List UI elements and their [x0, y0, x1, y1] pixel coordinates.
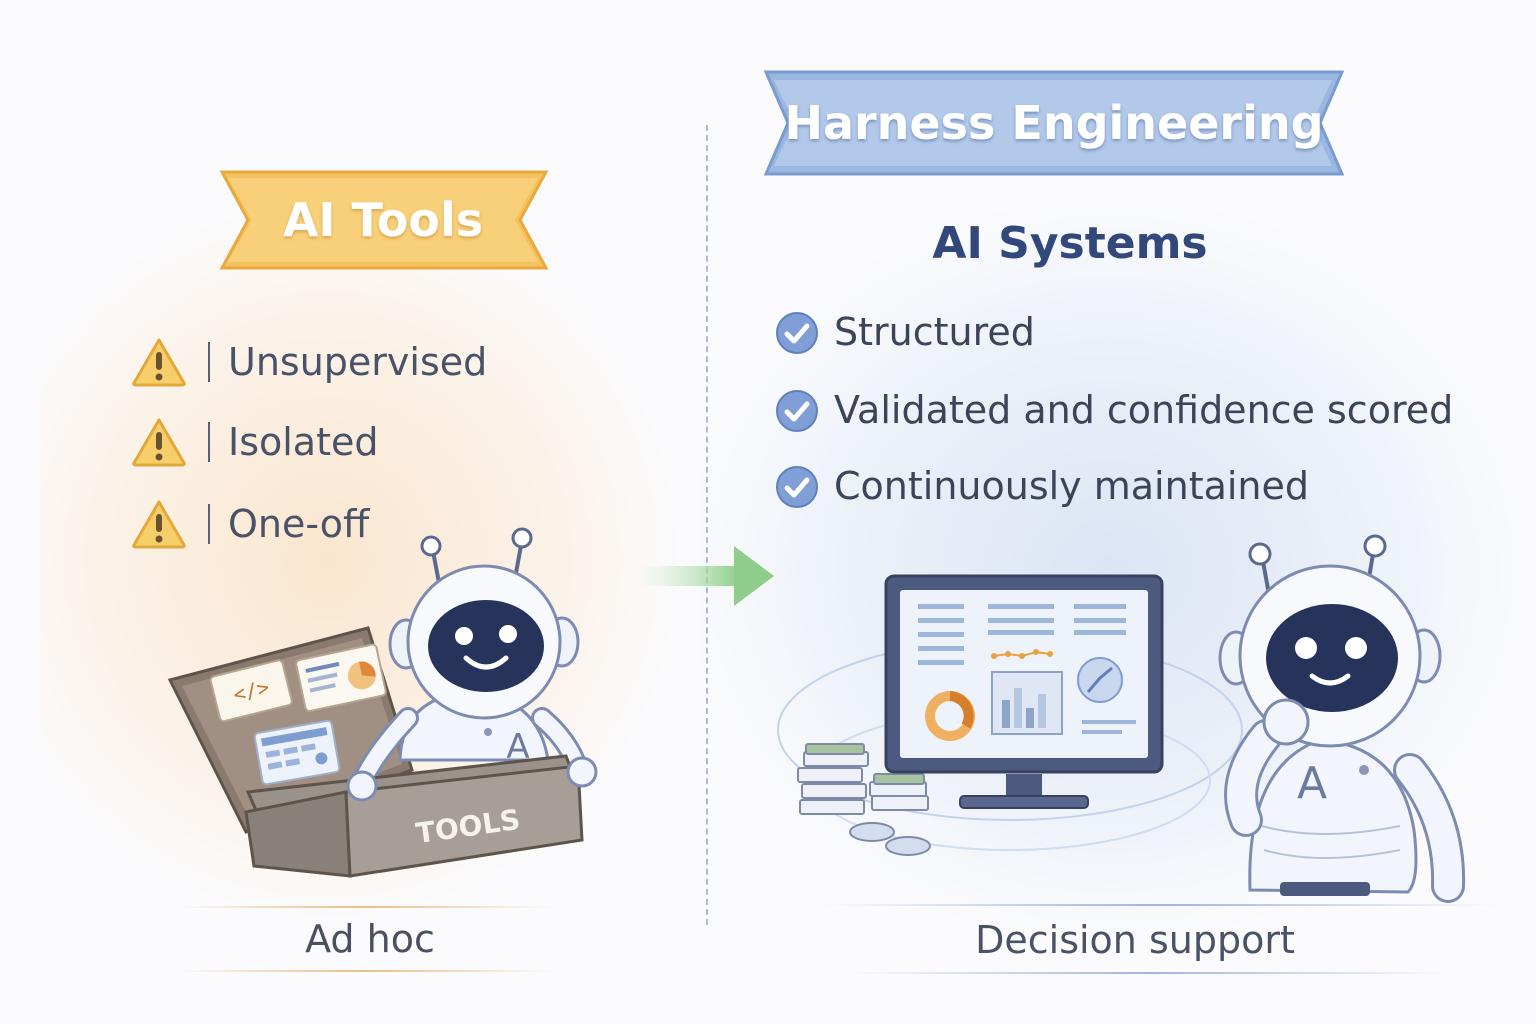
- list-item: Isolated: [130, 416, 530, 472]
- monitor-robot-illustration: A: [777, 534, 1466, 903]
- robot-badge-letter: A: [506, 727, 529, 767]
- separator-bar: [208, 342, 210, 382]
- footer-divider: [850, 972, 1450, 974]
- list-item: Validated and confidence scored: [774, 382, 1474, 438]
- robot-badge-letter: A: [1297, 758, 1327, 809]
- separator-bar: [208, 504, 210, 544]
- check-circle-icon: [776, 466, 818, 508]
- harness-engineering-banner: [763, 70, 1345, 176]
- item-label: Continuously maintained: [834, 464, 1310, 508]
- item-label: Isolated: [228, 420, 379, 464]
- list-item: Unsupervised: [130, 336, 530, 392]
- warning-icon: [132, 418, 186, 467]
- robot-left: A: [351, 527, 589, 793]
- monitor-icon: [884, 574, 1164, 809]
- left-footer-label: Ad hoc: [305, 917, 435, 961]
- document-stack-icon: [797, 743, 929, 815]
- harness-engineering-title: Harness Engineering: [784, 96, 1324, 150]
- toolbox-box: TOOLS: [244, 754, 584, 878]
- item-label: Structured: [834, 310, 1035, 354]
- right-arrow-icon: [640, 546, 774, 606]
- ai-tools-title: AI Tools: [282, 193, 484, 247]
- ai-systems-subtitle: AI Systems: [932, 218, 1208, 269]
- ai-tools-banner: [219, 170, 549, 270]
- check-circle-icon: [776, 390, 818, 432]
- item-label: One-off: [228, 502, 370, 546]
- list-item: Structured: [774, 304, 1474, 360]
- list-item: One-off: [130, 498, 530, 554]
- right-footer-label: Decision support: [975, 918, 1295, 962]
- check-circle-icon: [776, 312, 818, 354]
- warning-icon: [132, 500, 186, 549]
- robot-right: A: [1218, 534, 1466, 903]
- footer-divider: [175, 906, 555, 908]
- separator-bar: [208, 422, 210, 462]
- item-label: Validated and confidence scored: [834, 388, 1454, 432]
- item-label: Unsupervised: [228, 340, 488, 384]
- list-item: Continuously maintained: [774, 458, 1474, 514]
- footer-divider: [175, 970, 555, 972]
- warning-icon: [132, 338, 186, 387]
- footer-divider: [820, 904, 1500, 906]
- panel-divider: [706, 125, 708, 925]
- robot-toolbox-illustration: </> A: [167, 527, 598, 878]
